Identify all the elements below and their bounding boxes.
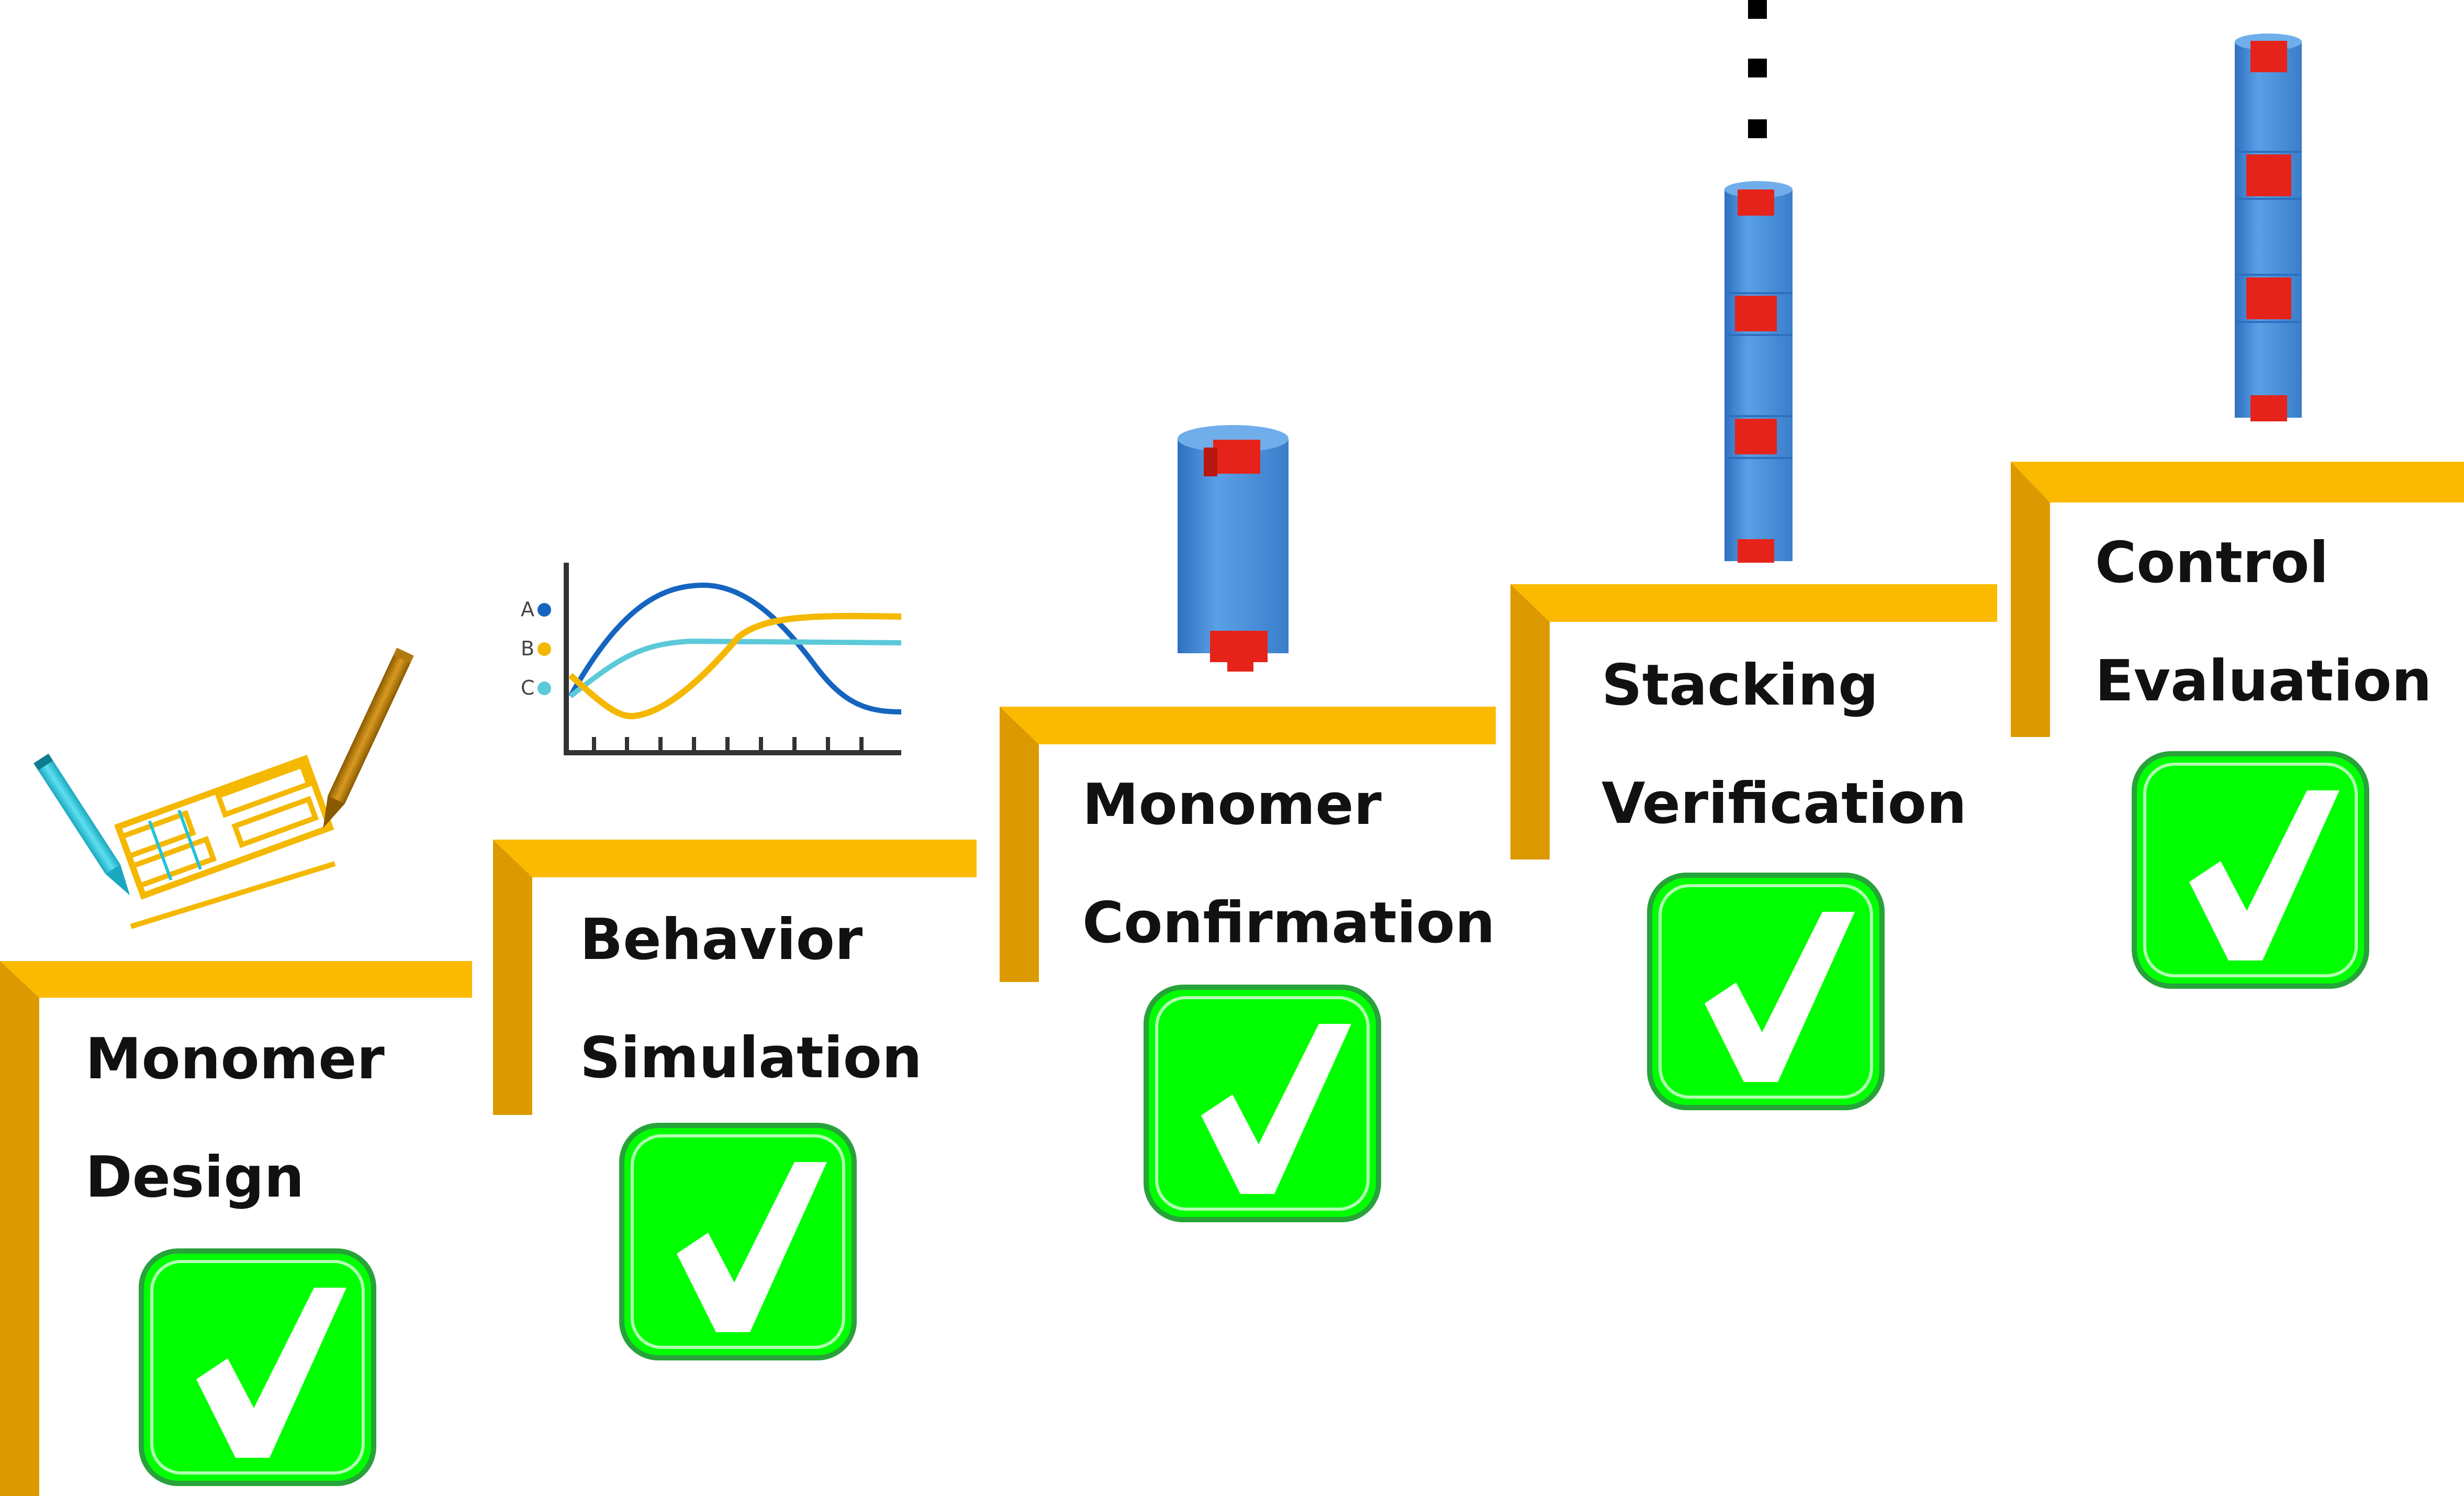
stair-step-1	[0, 961, 472, 1496]
check-icon	[1647, 873, 1885, 1110]
step-top-bar	[493, 840, 977, 877]
step-top-bar	[1000, 707, 1496, 744]
step-1-label-line2: Design	[85, 1145, 305, 1210]
step-4-label-line1: Stacking	[1601, 653, 1879, 718]
check-icon	[139, 1248, 376, 1486]
legend-label-a: A	[521, 598, 534, 621]
step-side-bar	[493, 840, 532, 1115]
series-b-line	[568, 612, 902, 720]
step-4-label-line2: Verification	[1601, 771, 1967, 836]
continuation-dots	[1748, 0, 1767, 138]
simulation-chart: A B C	[521, 563, 902, 755]
control-stack-icon	[2235, 34, 2302, 421]
step-5-label-line2: Evaluation	[2095, 649, 2432, 714]
step-side-bar	[1510, 584, 1550, 859]
design-sketch-icon	[33, 647, 414, 929]
step-2-label-line2: Simulation	[580, 1025, 922, 1091]
step-side-bar	[2011, 462, 2050, 737]
stair-step-4	[1510, 584, 1997, 859]
step-3-label-line2: Confirmation	[1082, 890, 1495, 956]
check-icon	[619, 1123, 857, 1360]
chart-x-ticks	[592, 737, 864, 753]
step-top-bar	[2011, 462, 2464, 503]
stair-step-3	[1000, 707, 1496, 982]
step-2-label-line1: Behavior	[580, 907, 863, 973]
legend-dot-a	[537, 603, 551, 617]
step-top-bar	[1510, 584, 1997, 622]
step-3-label-line1: Monomer	[1082, 772, 1382, 838]
monomer-module-icon	[1178, 425, 1289, 672]
step-5-label-line1: Control	[2095, 530, 2329, 596]
step-1-label-line1: Monomer	[85, 1026, 385, 1092]
step-side-bar	[1000, 707, 1039, 982]
legend-dot-b	[537, 642, 551, 656]
stacked-modules-icon	[1724, 181, 1793, 563]
stair-step-2	[493, 840, 977, 1115]
legend-label-b: B	[521, 637, 534, 660]
stair-step-5	[2011, 462, 2464, 737]
legend-label-c: C	[521, 676, 535, 699]
legend-dot-c	[537, 682, 551, 695]
step-side-bar	[0, 961, 39, 1496]
series-c-line	[568, 638, 902, 698]
check-icon	[1144, 985, 1381, 1222]
series-a-line	[568, 582, 902, 714]
check-icon	[2132, 751, 2369, 989]
step-top-bar	[0, 961, 472, 998]
